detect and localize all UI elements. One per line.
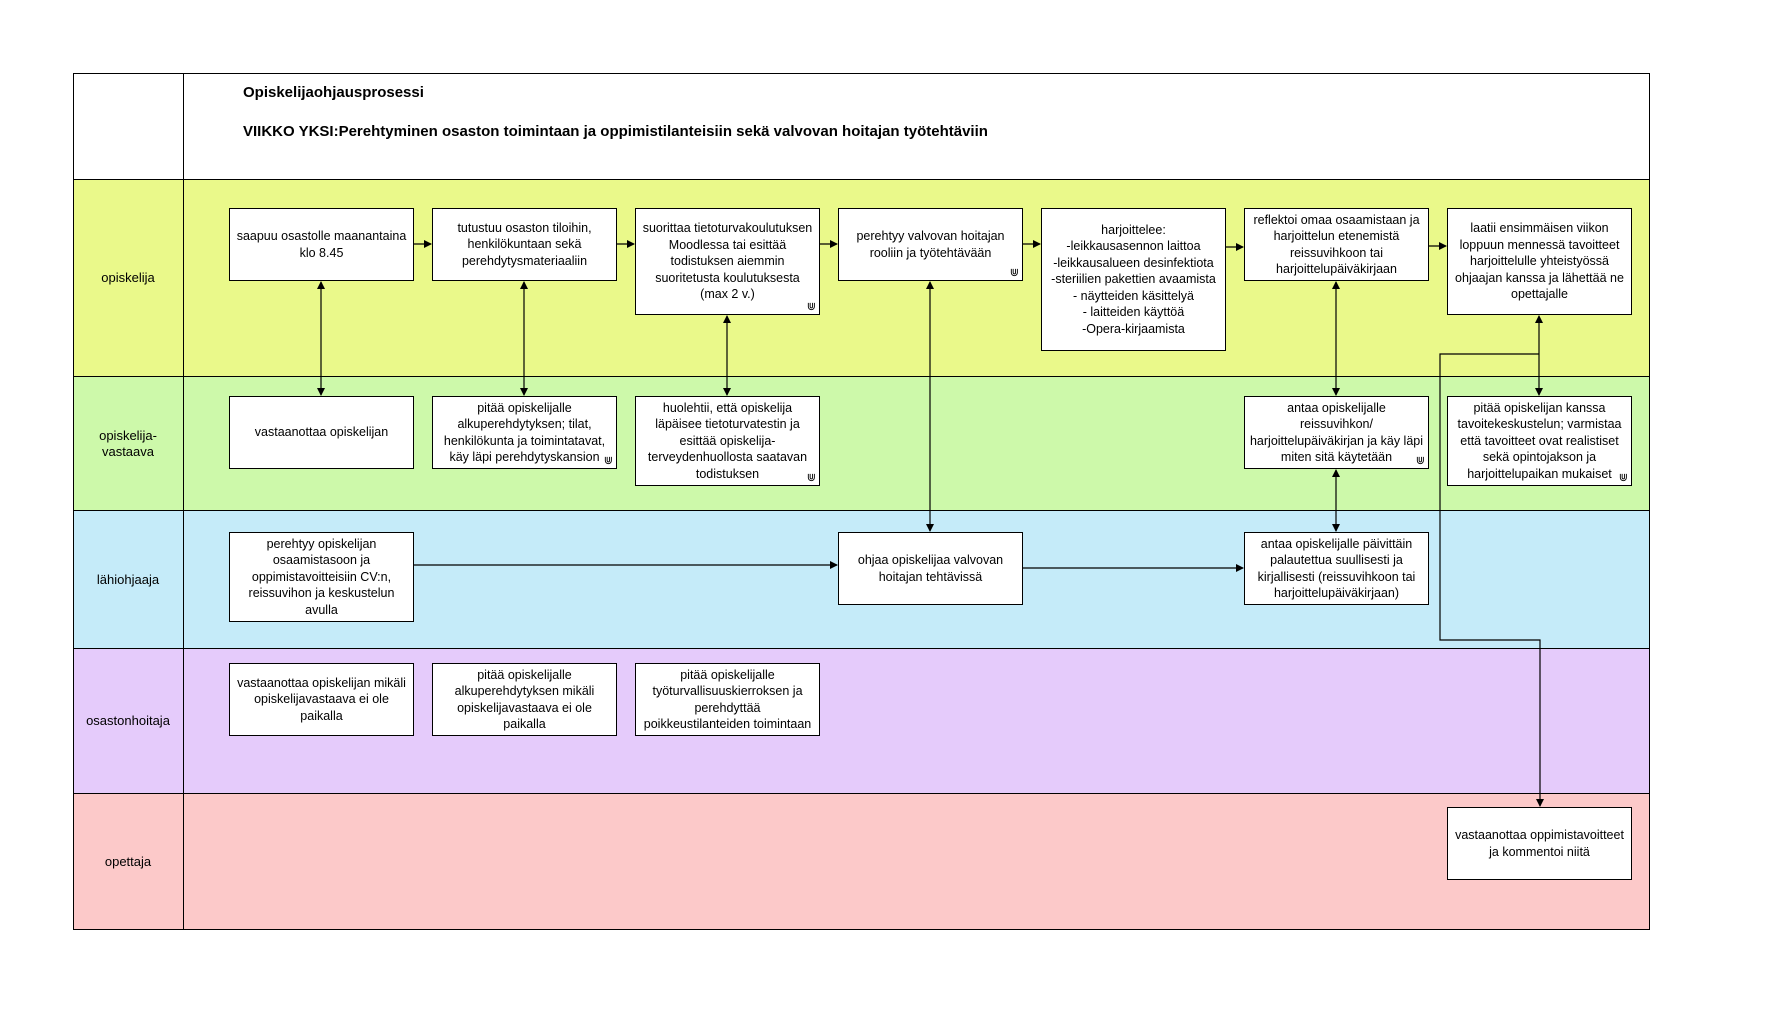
step-box: suorittaa tietoturvakoulutuksen Moodless…	[635, 208, 820, 315]
lane-opettaja: opettaja	[73, 793, 1650, 930]
step-box: reflektoi omaa osaamistaan ja harjoittel…	[1244, 208, 1429, 281]
step-box: pitää opiskelijan kanssa tavoitekeskuste…	[1447, 396, 1632, 486]
hyperlink-icon[interactable]: ⋓	[806, 472, 816, 484]
step-text: vastaanottaa opiskelijan mikäli opiskeli…	[237, 675, 406, 723]
step-box: antaa opiskelijalle päivittäin palautett…	[1244, 532, 1429, 605]
step-text: laatii ensimmäisen viikon loppuun mennes…	[1455, 221, 1624, 302]
step-box: tutustuu osaston tiloihin, henkilökuntaa…	[432, 208, 617, 281]
lane-label: lähiohjaaja	[96, 571, 160, 587]
step-box: vastaanottaa opiskelijan mikäli opiskeli…	[229, 663, 414, 736]
step-text: perehtyy valvovan hoitajan rooliin ja ty…	[856, 229, 1005, 260]
step-box: laatii ensimmäisen viikon loppuun mennes…	[1447, 208, 1632, 315]
lane-label: osastonhoitaja	[86, 713, 170, 728]
step-text: antaa opiskelijalle päivittäin palautett…	[1257, 536, 1416, 601]
step-text: huolehtii, että opiskelija läpäisee tiet…	[647, 400, 808, 481]
step-box: pitää opiskelijalle työturvallisuuskierr…	[635, 663, 820, 736]
step-box: harjoittelee: -leikkausasennon laittoa -…	[1041, 208, 1226, 351]
step-text: saapuu osastolle maanantaina klo 8.45	[236, 229, 407, 260]
step-box: vastaanottaa oppimistavoitteet ja kommen…	[1447, 807, 1632, 880]
step-text: pitää opiskelijalle alkuperehdytyksen; t…	[443, 400, 606, 465]
step-text: pitää opiskelijalle työturvallisuuskierr…	[643, 667, 812, 732]
step-text: pitää opiskelijalle alkuperehdytyksen mi…	[454, 667, 595, 732]
step-box: perehtyy valvovan hoitajan rooliin ja ty…	[838, 208, 1023, 281]
hyperlink-icon[interactable]: ⋓	[1415, 455, 1425, 467]
step-box: pitää opiskelijalle alkuperehdytyksen mi…	[432, 663, 617, 736]
hyperlink-icon[interactable]: ⋓	[806, 301, 816, 313]
step-text: antaa opiskelijalle reissuvihkon/ harjoi…	[1249, 400, 1423, 465]
step-text: perehtyy opiskelijan osaamistasoon ja op…	[248, 536, 395, 617]
hyperlink-icon[interactable]: ⋓	[1009, 267, 1019, 279]
diagram-subtitle: VIIKKO YKSI:Perehtyminen osaston toimint…	[243, 123, 988, 140]
step-text: vastaanottaa opiskelijan	[254, 425, 389, 440]
step-text: reflektoi omaa osaamistaan ja harjoittel…	[1253, 212, 1420, 277]
diagram-frame	[73, 73, 1650, 930]
step-box: ohjaa opiskelijaa valvovan hoitajan teht…	[838, 532, 1023, 605]
step-text: vastaanottaa oppimistavoitteet ja kommen…	[1455, 828, 1624, 859]
step-box: saapuu osastolle maanantaina klo 8.45	[229, 208, 414, 281]
hyperlink-icon[interactable]: ⋓	[1618, 472, 1628, 484]
step-text: ohjaa opiskelijaa valvovan hoitajan teht…	[857, 553, 1004, 584]
hyperlink-icon[interactable]: ⋓	[603, 455, 613, 467]
step-text: harjoittelee: -leikkausasennon laittoa -…	[1051, 222, 1216, 336]
step-box: perehtyy opiskelijan osaamistasoon ja op…	[229, 532, 414, 622]
lane-label: opiskelija	[101, 270, 155, 285]
diagram-title: Opiskelijaohjausprosessi	[243, 84, 424, 101]
step-text: pitää opiskelijan kanssa tavoitekeskuste…	[1457, 400, 1622, 481]
lane-divider	[183, 73, 184, 930]
step-box: antaa opiskelijalle reissuvihkon/ harjoi…	[1244, 396, 1429, 469]
step-box: pitää opiskelijalle alkuperehdytyksen; t…	[432, 396, 617, 469]
step-text: tutustuu osaston tiloihin, henkilökuntaa…	[457, 220, 592, 268]
step-box: vastaanottaa opiskelijan	[229, 396, 414, 469]
step-box: huolehtii, että opiskelija läpäisee tiet…	[635, 396, 820, 486]
lane-label: opettaja	[104, 854, 152, 869]
step-text: suorittaa tietoturvakoulutuksen Moodless…	[642, 221, 813, 302]
lane-label: opiskelija- vastaava	[99, 427, 157, 459]
